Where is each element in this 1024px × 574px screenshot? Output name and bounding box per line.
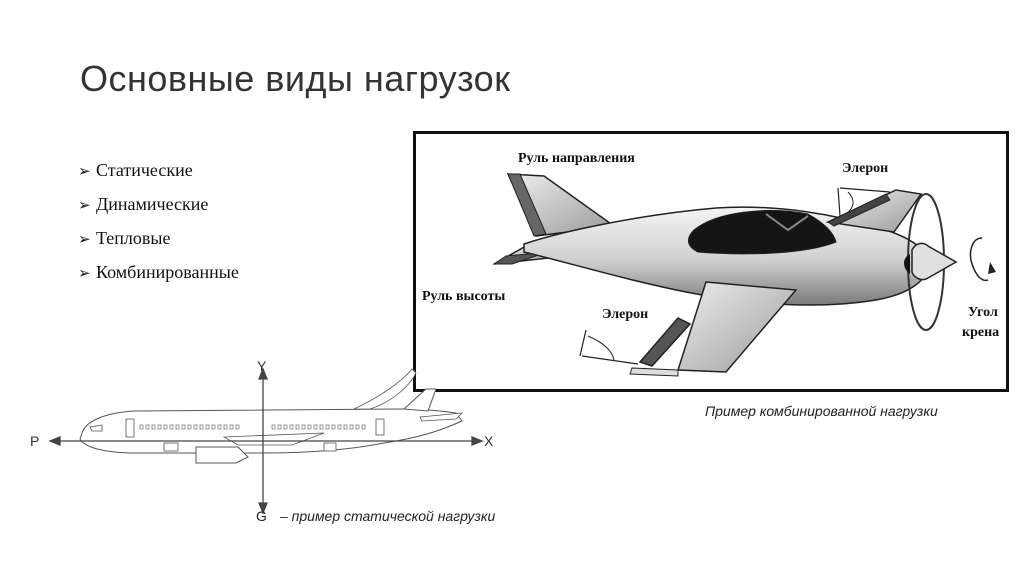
roll-angle-arrow-icon xyxy=(969,237,989,282)
list-item: ➢ Статические xyxy=(78,153,239,187)
combined-load-caption: Пример комбинированной нагрузки xyxy=(705,403,938,419)
rudder-label: Руль направления xyxy=(518,151,635,166)
wing-tip xyxy=(629,367,679,377)
roll-angle-label-line2: крена xyxy=(962,325,999,340)
propeller-spinner xyxy=(911,242,958,281)
airliner-diagram: Y X P xyxy=(30,358,494,515)
arrow-bullet-icon: ➢ xyxy=(78,164,91,180)
x-axis-label: X xyxy=(484,433,494,449)
rudder-surface xyxy=(507,173,547,237)
static-load-caption: G – пример статической нагрузки xyxy=(256,508,496,524)
p-force-label: P xyxy=(30,433,39,449)
list-item-text: Тепловые xyxy=(96,228,171,248)
airliner-fuselage xyxy=(79,408,463,454)
load-types-list: ➢ Статические ➢ Динамические ➢ Тепловые ➢ Ко… xyxy=(78,153,239,289)
airliner-tail-fin xyxy=(402,388,437,412)
list-item-text: Динамические xyxy=(96,194,209,214)
static-caption-text: – пример статической нагрузки xyxy=(280,508,496,524)
left-wing xyxy=(676,281,798,373)
g-force-label: G xyxy=(256,508,267,524)
list-item: ➢ Динамические xyxy=(78,187,239,221)
list-item: ➢ Тепловые xyxy=(78,221,239,255)
force-axes xyxy=(48,367,484,515)
elevator-label: Руль высоты xyxy=(422,289,505,304)
y-axis-label: Y xyxy=(257,358,267,374)
light-aircraft-illustration: Руль направления Элерон Руль высоты Элер… xyxy=(422,151,999,377)
list-item-text: Комбинированные xyxy=(96,262,239,282)
aileron-bottom-label: Элерон xyxy=(602,307,648,322)
left-aileron-surface xyxy=(638,317,692,367)
combined-load-figure: Руль направления Элерон Руль высоты Элер… xyxy=(413,131,1009,392)
airliner-engine xyxy=(195,446,249,464)
right-aileron-surface xyxy=(826,193,891,227)
arrow-bullet-icon: ➢ xyxy=(78,232,91,248)
roll-angle-label-line1: Угол xyxy=(968,305,998,320)
arrow-bullet-icon: ➢ xyxy=(78,266,91,282)
airliner-windows xyxy=(139,424,366,430)
page-title: Основные виды нагрузок xyxy=(80,58,511,99)
list-item: ➢ Комбинированные xyxy=(78,255,239,289)
arrow-bullet-icon: ➢ xyxy=(78,198,91,214)
airliner-wing xyxy=(222,432,325,446)
list-item-text: Статические xyxy=(96,160,193,180)
aileron-top-label: Элерон xyxy=(842,161,888,176)
